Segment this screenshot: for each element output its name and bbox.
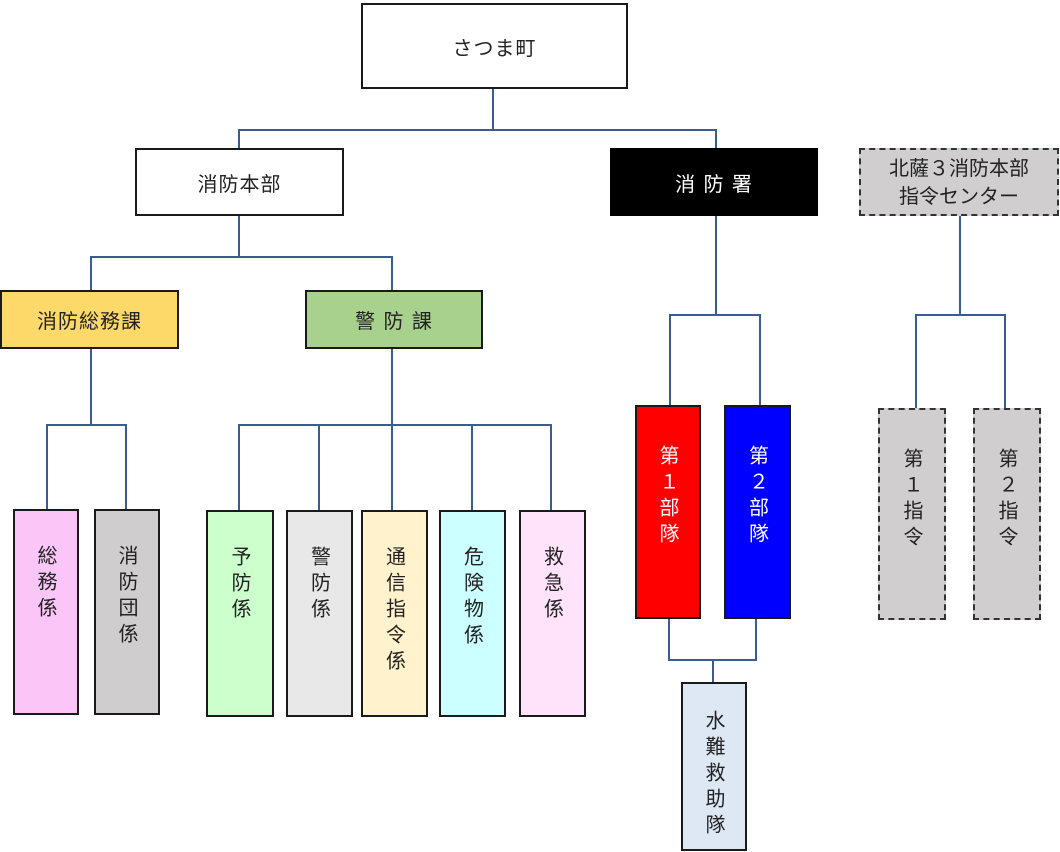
connector-ga-branch (46, 424, 127, 509)
node-command-2: 第２指令 (973, 408, 1041, 620)
node-label: 消防団係 (115, 545, 139, 649)
node-general-affairs-div: 消防総務課 (0, 290, 179, 349)
node-command-1: 第１指令 (878, 408, 946, 620)
node-label: 危険物係 (460, 546, 485, 650)
node-label: 警 防 課 (355, 309, 433, 333)
node-unit-1: 第１部隊 (635, 405, 701, 619)
node-fire-station: 消 防 署 (610, 148, 818, 216)
node-fire-hq: 消防本部 (135, 148, 344, 216)
node-general-affairs-sec: 総務係 (13, 509, 79, 715)
node-label: 消防総務課 (37, 309, 142, 333)
node-rescue-sec: 救急係 (519, 510, 586, 717)
connector-town-branch (238, 129, 717, 148)
node-hazmat-sec: 危険物係 (439, 510, 506, 717)
node-label: 第２指令 (995, 448, 1019, 552)
connector-units-join (668, 618, 757, 661)
connector-station-branch (669, 314, 761, 405)
node-label: 第１指令 (900, 448, 924, 552)
node-label: 水難救助隊 (702, 710, 726, 840)
node-unit-2: 第２部隊 (724, 405, 791, 619)
node-label: さつま町 (452, 35, 537, 60)
node-satsuma-town: さつま町 (361, 3, 628, 89)
node-hokusatsu-center: 北薩３消防本部 指令センター (859, 148, 1059, 216)
node-label: 消 防 署 (675, 171, 753, 196)
node-label: 警防係 (307, 546, 332, 624)
node-comm-command-sec: 通信指令係 (361, 510, 428, 717)
node-label: 予防係 (228, 546, 252, 624)
node-label: 第１部隊 (656, 445, 680, 549)
node-prevention-sec: 予防係 (206, 510, 274, 717)
connector-pv-branch (238, 424, 552, 510)
node-label: 救急係 (540, 546, 565, 624)
connector-hq-branch (90, 256, 393, 291)
node-label: 第２部隊 (745, 445, 770, 549)
node-prevention-div: 警 防 課 (305, 290, 483, 349)
connector-center-branch (915, 314, 1006, 408)
node-label: 北薩３消防本部 指令センター (889, 156, 1029, 208)
node-guard-sec: 警防係 (286, 510, 353, 717)
node-label: 消防本部 (197, 171, 282, 196)
node-fire-corps-sec: 消防団係 (94, 509, 160, 715)
node-label: 総務係 (34, 545, 58, 623)
node-water-rescue: 水難救助隊 (681, 682, 747, 851)
node-label: 通信指令係 (382, 546, 407, 676)
